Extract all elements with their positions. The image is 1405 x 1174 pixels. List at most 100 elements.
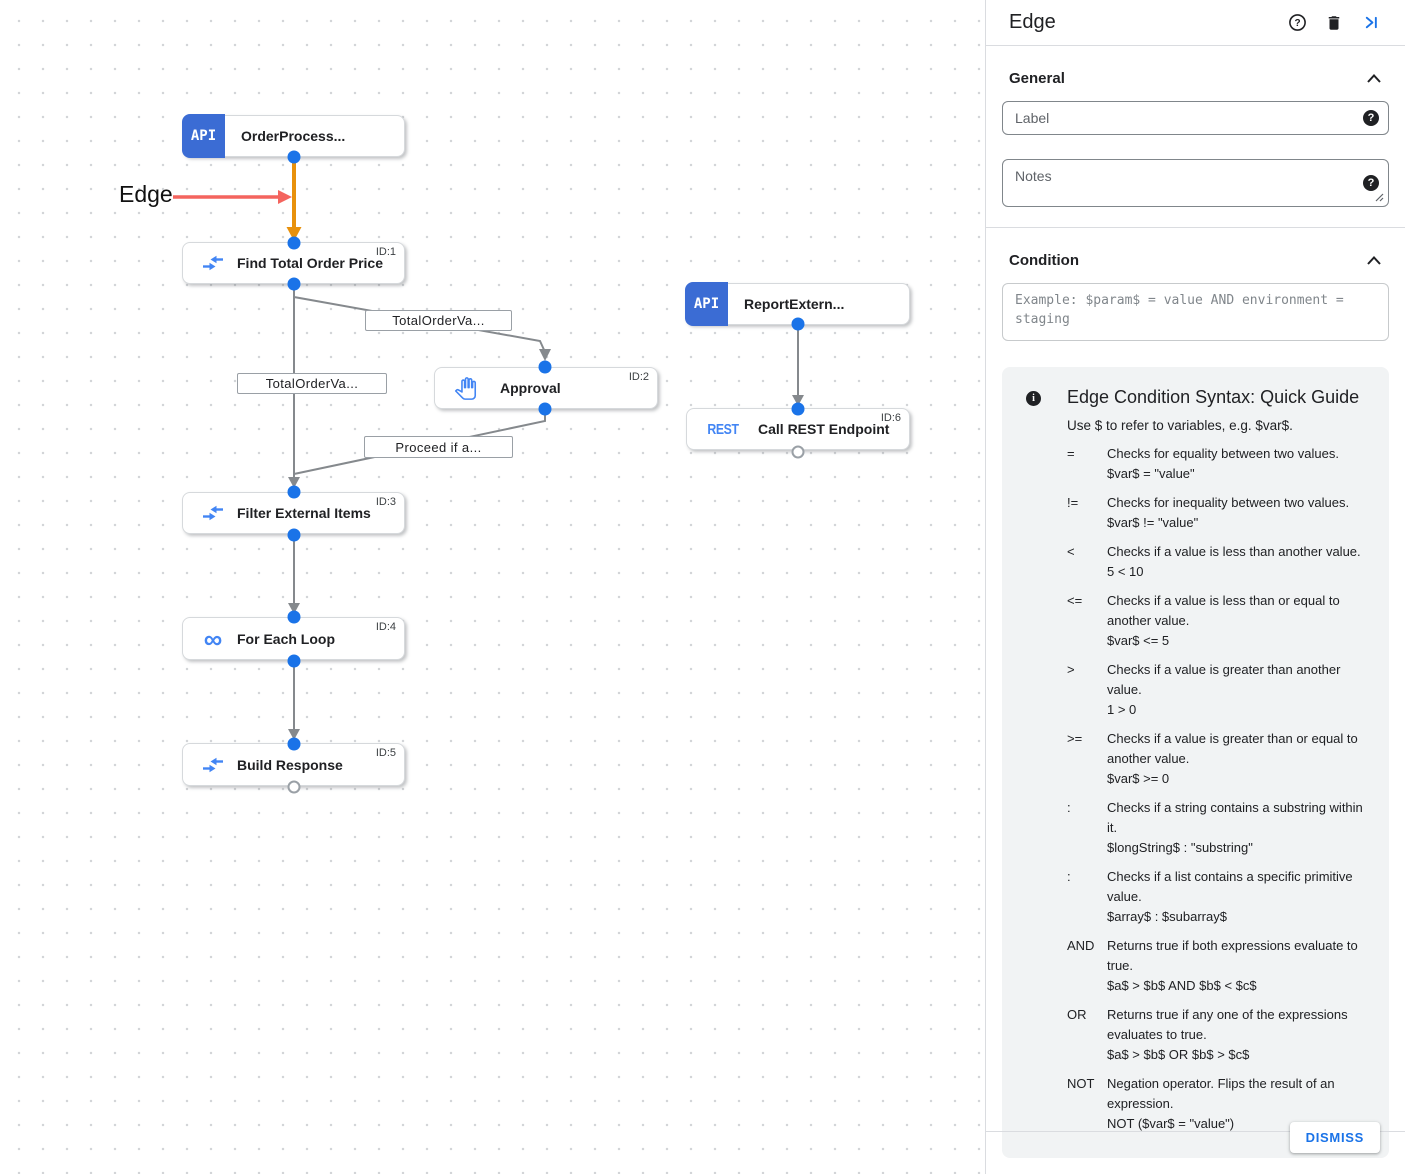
connector-dot[interactable]: [287, 528, 301, 542]
notes-field-wrap: ?: [1002, 159, 1389, 207]
node-id-badge: ID:2: [628, 371, 649, 383]
connector-dot[interactable]: [287, 654, 301, 668]
node-id-badge: ID:1: [375, 246, 396, 258]
label-field-wrap: ?: [1002, 101, 1389, 135]
condition-input[interactable]: [1002, 283, 1389, 341]
guide-desc: Checks if a value is greater than or equ…: [1107, 731, 1358, 766]
edge-label[interactable]: Proceed if a...: [364, 436, 513, 458]
connector-dot[interactable]: [538, 360, 552, 374]
guide-desc: Checks if a value is less than another v…: [1107, 544, 1361, 559]
node-approval[interactable]: ID:2 Approval: [434, 367, 658, 409]
connector-dot[interactable]: [287, 277, 301, 291]
field-help-icon[interactable]: ?: [1363, 110, 1379, 126]
connector-dot[interactable]: [791, 402, 805, 416]
guide-op: :: [1067, 869, 1071, 884]
node-orderprocess[interactable]: API OrderProcess...: [182, 114, 405, 158]
section-general[interactable]: General: [1002, 46, 1389, 101]
hand-icon: [452, 376, 478, 400]
data-mapping-icon: [200, 756, 226, 774]
info-icon: i: [1026, 391, 1041, 406]
loop-icon: ∞: [203, 623, 223, 654]
connector-dot-end[interactable]: [791, 445, 805, 459]
connector-dot[interactable]: [791, 317, 805, 331]
guide-desc: Checks for inequality between two values…: [1107, 495, 1350, 510]
guide-example: 1 > 0: [1107, 702, 1137, 717]
data-mapping-icon: [200, 504, 226, 522]
guide-example: $a$ > $b$ OR $b$ > $c$: [1107, 1047, 1250, 1062]
edge-layer: [173, 161, 804, 740]
guide-example: $array$ : $subarray$: [1107, 909, 1227, 924]
guide-row: : Checks if a list contains a specific p…: [1067, 867, 1369, 927]
delete-icon[interactable]: [1322, 11, 1346, 35]
guide-example: $longString$ : "substring": [1107, 840, 1253, 855]
guide-row: != Checks for inequality between two val…: [1067, 493, 1369, 533]
section-condition-title: Condition: [1009, 252, 1079, 269]
guide-row: : Checks if a string contains a substrin…: [1067, 798, 1369, 858]
guide-example: $var$ = "value": [1107, 466, 1195, 481]
guide-example: $var$ >= 0: [1107, 771, 1170, 786]
svg-text:?: ?: [1294, 18, 1300, 29]
workflow-canvas[interactable]: Edge API OrderProcess... ID:1 Find Total…: [0, 0, 985, 1174]
node-title: Filter External Items: [237, 505, 371, 521]
guide-row: < Checks if a value is less than another…: [1067, 542, 1369, 582]
guide-desc: Negation operator. Flips the result of a…: [1107, 1076, 1335, 1111]
edge-arrowheads: [288, 349, 804, 740]
guide-example: NOT ($var$ = "value"): [1107, 1116, 1235, 1131]
condition-syntax-guide: i Edge Condition Syntax: Quick Guide Use…: [1002, 367, 1389, 1158]
guide-row: AND Returns true if both expressions eva…: [1067, 936, 1369, 996]
panel-header: Edge ?: [986, 0, 1405, 46]
api-icon: API: [182, 114, 225, 158]
edge-label[interactable]: TotalOrderVa...: [365, 310, 512, 331]
guide-op: >: [1067, 662, 1075, 677]
collapse-panel-icon[interactable]: [1359, 11, 1383, 35]
node-id-badge: ID:3: [375, 496, 396, 508]
guide-op: !=: [1067, 495, 1079, 510]
node-title: Call REST Endpoint: [758, 421, 890, 437]
label-input[interactable]: [1002, 101, 1389, 135]
help-icon[interactable]: ?: [1285, 11, 1309, 35]
connector-dot[interactable]: [538, 402, 552, 416]
chevron-up-icon[interactable]: [1367, 74, 1381, 83]
guide-op: >=: [1067, 731, 1083, 746]
chevron-up-icon[interactable]: [1367, 256, 1381, 265]
edge-properties-panel: Edge ? General: [985, 0, 1405, 1174]
field-help-icon[interactable]: ?: [1363, 175, 1379, 191]
resize-handle-icon[interactable]: [1374, 192, 1384, 202]
guide-op: <=: [1067, 593, 1083, 608]
node-title: ReportExtern...: [744, 296, 845, 312]
guide-op: =: [1067, 446, 1075, 461]
guide-op: OR: [1067, 1007, 1087, 1022]
connector-dot[interactable]: [287, 150, 301, 164]
connector-dot[interactable]: [287, 610, 301, 624]
guide-row: <= Checks if a value is less than or equ…: [1067, 591, 1369, 651]
connector-dot-end[interactable]: [287, 780, 301, 794]
dismiss-button[interactable]: DISMISS: [1289, 1122, 1380, 1153]
node-for-each-loop[interactable]: ID:4 ∞ For Each Loop: [182, 617, 405, 660]
connector-dot[interactable]: [287, 737, 301, 751]
section-general-title: General: [1009, 70, 1065, 87]
node-find-total-order-price[interactable]: ID:1 Find Total Order Price: [182, 242, 405, 284]
guide-example: $var$ <= 5: [1107, 633, 1170, 648]
edge-label[interactable]: TotalOrderVa...: [237, 373, 387, 394]
node-title: OrderProcess...: [241, 128, 346, 144]
guide-row: OR Returns true if any one of the expres…: [1067, 1005, 1369, 1065]
notes-input[interactable]: [1002, 159, 1389, 207]
guide-op: AND: [1067, 938, 1095, 953]
guide-row: >= Checks if a value is greater than or …: [1067, 729, 1369, 789]
selected-edge[interactable]: [286, 161, 302, 241]
rest-icon: REST: [707, 420, 739, 438]
node-id-badge: ID:6: [880, 412, 901, 424]
guide-title: Edge Condition Syntax: Quick Guide: [1067, 387, 1360, 407]
api-icon: API: [685, 282, 728, 326]
guide-desc: Checks for equality between two values.: [1107, 446, 1339, 461]
connector-dot[interactable]: [287, 236, 301, 250]
guide-example: $a$ > $b$ AND $b$ < $c$: [1107, 978, 1257, 993]
condition-field-wrap: [1002, 283, 1389, 341]
divider: [986, 1131, 1405, 1132]
edge-annotation-label: Edge: [119, 181, 173, 207]
node-id-badge: ID:5: [375, 747, 396, 759]
connector-dot[interactable]: [287, 485, 301, 499]
guide-example: $var$ != "value": [1107, 515, 1199, 530]
section-condition[interactable]: Condition: [1002, 228, 1389, 283]
